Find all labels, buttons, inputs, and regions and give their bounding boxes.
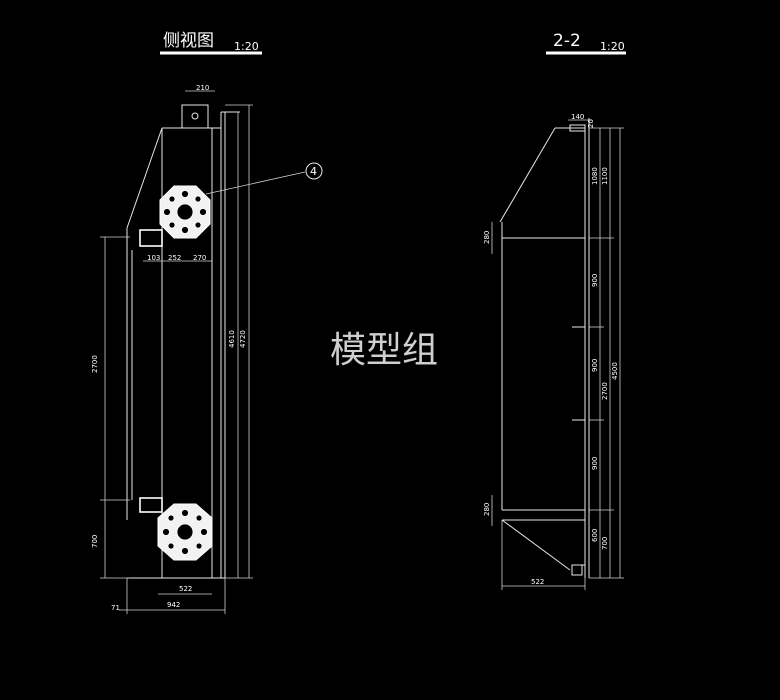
dim-280-top: 280 <box>483 231 491 244</box>
lower-wheel-bolt <box>195 514 203 522</box>
dim-900-a: 900 <box>591 274 599 287</box>
top-bracket-hole <box>191 112 199 120</box>
slanted-edge <box>126 127 163 229</box>
section-view-scale: 1:20 <box>600 40 625 53</box>
lower-wheel-bolt <box>181 547 189 555</box>
section-view: 2-2 1:20 280 280 140 20 <box>483 31 626 590</box>
top-bracket <box>181 104 209 129</box>
dim-252: 252 <box>168 254 181 262</box>
dim-103: 103 <box>147 254 160 262</box>
upper-wheel-bolt <box>181 226 189 234</box>
dim-522-section: 522 <box>531 578 544 586</box>
dim-280-bottom: 280 <box>483 503 491 516</box>
upper-wheel-bolt <box>194 195 202 203</box>
upper-axle-bracket <box>139 229 163 247</box>
lower-wheel-hub <box>176 523 194 541</box>
lower-wheel-bolt <box>167 542 175 550</box>
dim-4720: 4720 <box>239 330 247 348</box>
side-view-title: 侧视图 <box>163 31 214 51</box>
upper-wheel-bolt <box>181 190 189 198</box>
dim-71: 71 <box>111 604 120 612</box>
side-view-scale: 1:20 <box>234 40 259 53</box>
dim-270: 270 <box>193 254 206 262</box>
dim-1080: 1080 <box>591 167 599 185</box>
watermark: 模型组 <box>330 330 438 371</box>
lower-axle-bracket <box>139 497 163 513</box>
dim-900-b: 900 <box>591 359 599 372</box>
dim-900-c: 900 <box>591 457 599 470</box>
dim-600: 600 <box>591 529 599 542</box>
lower-wheel-bolt <box>181 509 189 517</box>
upper-wheel-bolt <box>199 208 207 216</box>
callout-circle <box>305 162 323 180</box>
upper-wheel-hub <box>176 203 194 221</box>
lower-wheel-bolt <box>162 528 170 536</box>
section-slant <box>499 127 556 223</box>
lower-wheel-bolt <box>167 514 175 522</box>
dim-2700-left: 2700 <box>91 355 99 373</box>
lower-wheel-bolt <box>195 542 203 550</box>
upper-wheel-bolt <box>168 221 176 229</box>
bottom-bracket <box>571 564 583 576</box>
section-lower-slant <box>501 519 571 571</box>
dim-700-left: 700 <box>91 535 99 548</box>
dim-210: 210 <box>196 84 209 92</box>
upper-wheel-bolt <box>168 195 176 203</box>
dim-140: 140 <box>571 113 584 121</box>
section-view-title: 2-2 <box>553 31 581 51</box>
dim-1100: 1100 <box>601 167 609 185</box>
dim-2700: 2700 <box>601 382 609 400</box>
upper-wheel <box>159 185 211 239</box>
callout-number: 4 <box>310 165 317 178</box>
lower-wheel <box>157 503 213 561</box>
dim-700: 700 <box>601 537 609 550</box>
dim-4500: 4500 <box>611 362 619 380</box>
dim-942: 942 <box>167 601 180 609</box>
dim-20: 20 <box>587 119 595 128</box>
upper-wheel-bolt <box>163 208 171 216</box>
callout-leader <box>205 171 306 195</box>
side-view: 侧视图 1:20 <box>91 31 323 614</box>
dim-522: 522 <box>179 585 192 593</box>
lower-wheel-bolt <box>200 528 208 536</box>
upper-wheel-bolt <box>194 221 202 229</box>
top-plate <box>569 124 586 132</box>
dim-4610: 4610 <box>228 330 236 348</box>
